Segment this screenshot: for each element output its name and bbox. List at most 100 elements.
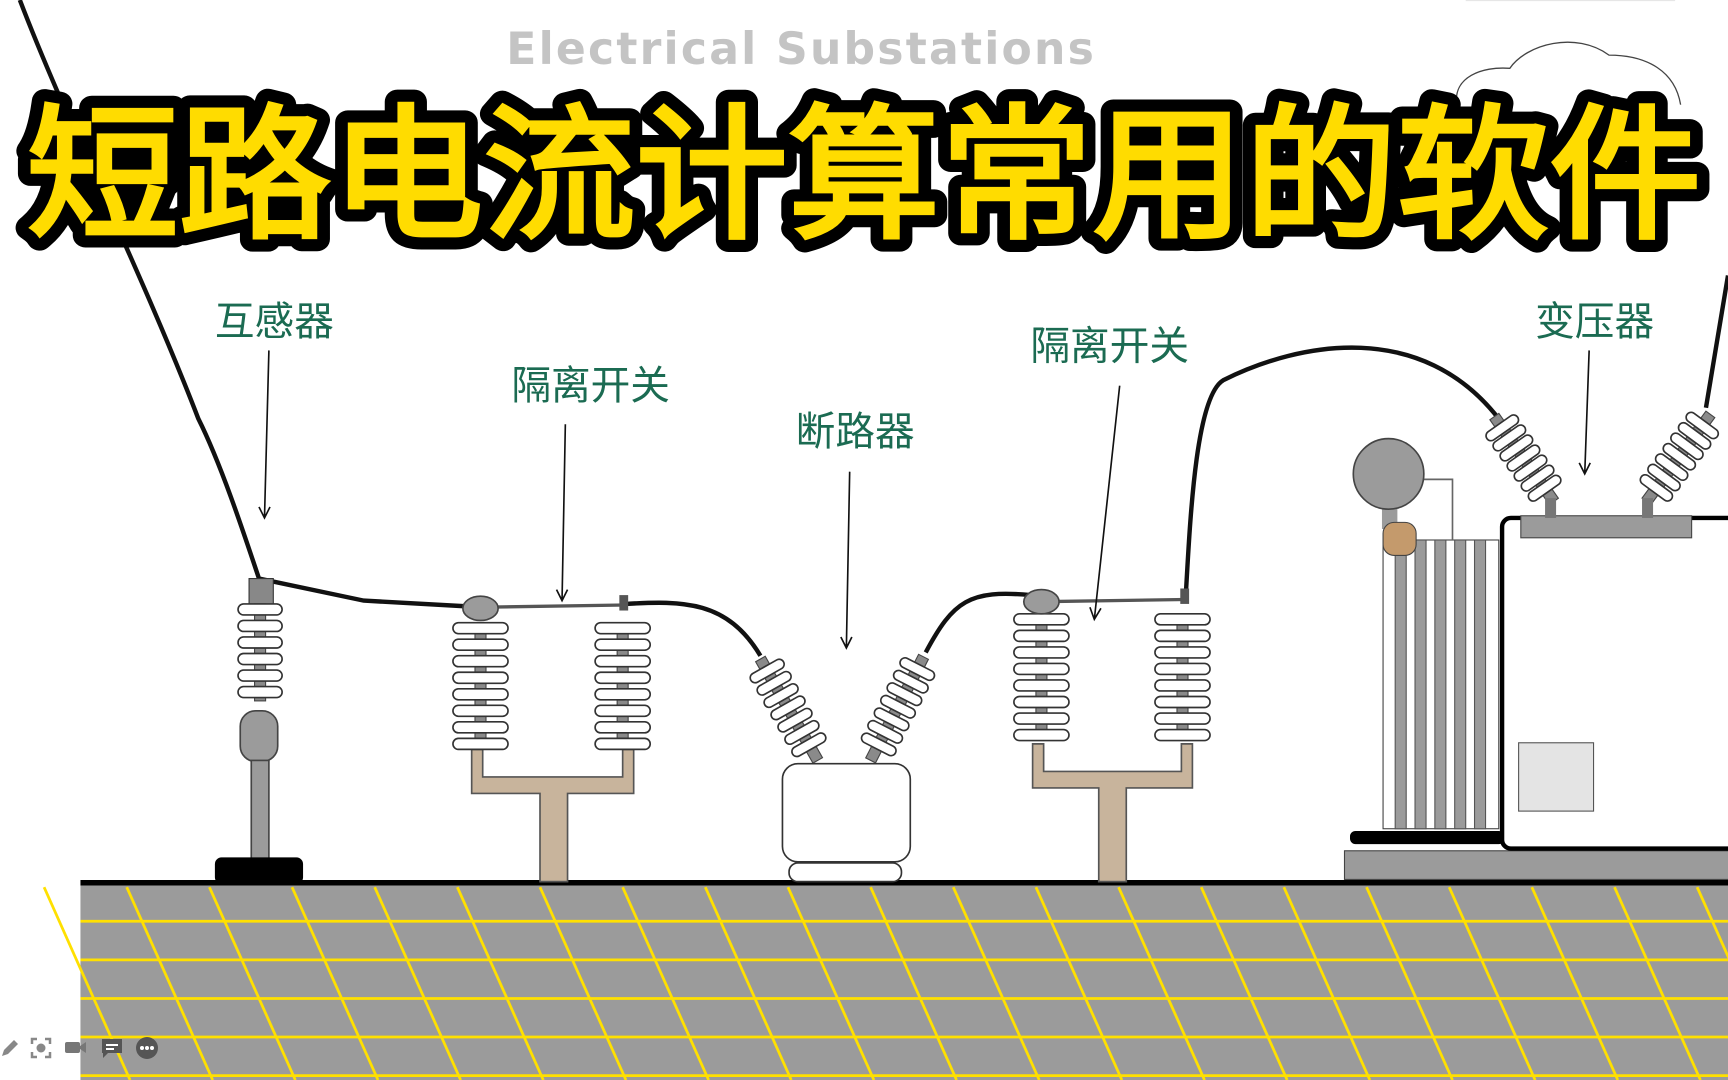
label-current-transformer: 互感器 [215, 299, 334, 345]
insulator-disc [1013, 695, 1070, 709]
insulator-disc [1013, 646, 1070, 659]
insulator-disc [791, 732, 827, 758]
insulator-disc [756, 670, 792, 696]
insulator-disc [452, 704, 509, 718]
insulator-disc [1685, 411, 1720, 440]
grid-line [1034, 886, 1124, 1080]
insulator-disc [1520, 464, 1555, 492]
insulator-disc [237, 669, 283, 682]
insulator-disc [899, 657, 936, 682]
insulator-disc [1670, 432, 1704, 461]
insulator-disc [237, 652, 283, 666]
insulator-disc [452, 638, 509, 652]
insulator-disc [237, 636, 283, 649]
insulator-disc [1154, 695, 1211, 709]
insulator-disc [1154, 646, 1211, 659]
insulator-disc [1013, 712, 1070, 725]
pen-icon[interactable] [0, 1036, 24, 1060]
insulator-disc [879, 694, 917, 719]
insulator-disc [860, 732, 897, 757]
insulator-disc [237, 619, 283, 633]
grid-line [290, 886, 380, 1080]
video-title: 短路电流计算常用的软件 [26, 92, 1701, 261]
insulator-disc [1506, 444, 1541, 472]
insulator-disc [594, 638, 652, 652]
insulator-disc [237, 603, 283, 616]
insulator-disc [1013, 679, 1070, 692]
insulator-disc [1654, 453, 1689, 482]
insulator-disc [1662, 442, 1697, 471]
grid-line [786, 886, 876, 1080]
insulator-disc [1527, 474, 1562, 502]
insulator-disc [594, 721, 652, 734]
insulator-disc [1499, 434, 1534, 462]
grid-line [538, 886, 628, 1080]
current-transformer [214, 578, 304, 884]
insulator-disc [749, 658, 785, 684]
wire-to-breaker [625, 600, 763, 657]
insulator-disc [777, 707, 813, 733]
insulator-disc [873, 707, 910, 732]
radiator-fin [1414, 539, 1427, 830]
label-transformer: 变压器 [1535, 299, 1654, 345]
insulator-disc [1513, 454, 1548, 482]
insulator-disc [1013, 728, 1070, 742]
grid-line [1365, 886, 1454, 1080]
insulator-disc [1154, 662, 1211, 676]
grid-line [704, 886, 793, 1080]
insulator-disc [452, 721, 509, 734]
circuit-breaker [749, 653, 936, 883]
insulator-disc [1639, 473, 1674, 502]
grid-line [1530, 886, 1620, 1080]
grid-line [1695, 886, 1728, 960]
grid-line [1117, 886, 1206, 1080]
insulator-disc [1154, 629, 1211, 643]
insulator-disc [1154, 679, 1211, 692]
insulator-disc [886, 682, 923, 707]
disconnector-2 [1013, 588, 1211, 883]
more-icon[interactable] [135, 1036, 159, 1060]
insulator-disc [1013, 613, 1070, 626]
disconnector-1 [452, 595, 652, 883]
insulator-disc [594, 671, 652, 685]
label-arrows [258, 350, 1591, 650]
grid-line [208, 886, 297, 1080]
grid-line [1199, 886, 1289, 1080]
insulator-disc [594, 621, 652, 635]
label-disconnector-1: 隔离开关 [511, 363, 670, 409]
radiator-fin [1473, 539, 1487, 830]
insulator-disc [1677, 421, 1712, 450]
radiator-fin [1434, 539, 1447, 830]
wire-from-breaker [923, 591, 1031, 654]
insulator-disc [1485, 414, 1520, 442]
label-circuit-breaker: 断路器 [796, 409, 915, 455]
insulator-disc [1492, 424, 1527, 452]
insulator-disc [452, 687, 509, 701]
radiator-fin [1454, 539, 1467, 830]
insulator-disc [1154, 613, 1211, 626]
insulator-disc [892, 669, 929, 694]
insulator-disc [452, 654, 509, 668]
camera-icon[interactable] [64, 1036, 88, 1060]
insulator-disc [237, 685, 283, 699]
insulator-disc [763, 683, 799, 709]
insulator-disc [452, 621, 509, 635]
insulator-disc [1154, 728, 1211, 742]
overhead-wire [17, 0, 463, 609]
grid-line [869, 886, 958, 1080]
cloud-shape [1455, 41, 1682, 105]
grid-line [125, 886, 214, 1080]
wire-right [1703, 275, 1728, 409]
insulator-disc [594, 737, 652, 751]
power-transformer [1343, 410, 1728, 880]
grid-line [456, 886, 545, 1080]
screenshot-icon[interactable] [29, 1036, 53, 1060]
insulator-disc [452, 737, 509, 751]
insulator-disc [1013, 629, 1070, 643]
slide-subtitle: Electrical Substations [506, 24, 1096, 75]
comment-icon[interactable] [100, 1036, 124, 1060]
radiator-fin [1394, 539, 1407, 830]
insulator-disc [1154, 712, 1211, 725]
insulator-disc [594, 654, 652, 668]
